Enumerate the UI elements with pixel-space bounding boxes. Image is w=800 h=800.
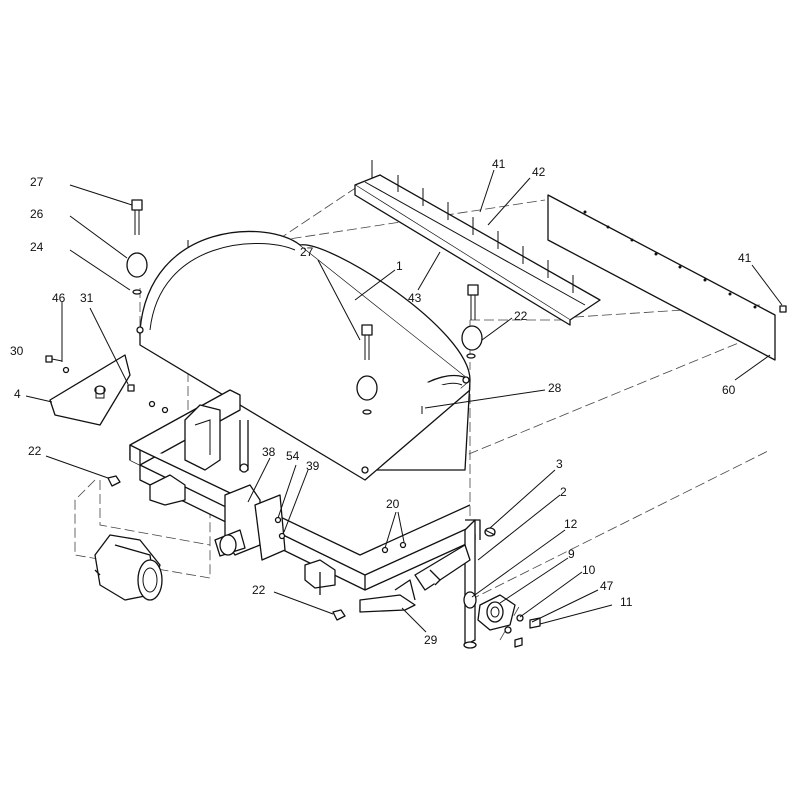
callout-20: 20 [386, 497, 400, 511]
callout-3: 3 [556, 457, 563, 471]
callout-39: 39 [306, 459, 320, 473]
left-deflector-4 [49, 354, 131, 426]
callout-22-right: 22 [514, 309, 528, 323]
callout-9: 9 [568, 547, 575, 561]
callout-47: 47 [600, 579, 614, 593]
callout-60: 60 [722, 383, 736, 397]
callout-29: 29 [424, 633, 438, 647]
callout-26: 26 [30, 207, 44, 221]
callout-42: 42 [532, 165, 546, 179]
callout-41-top: 41 [492, 157, 506, 171]
callout-labels: 27 26 24 46 31 30 4 22 41 42 43 1 27 22 … [10, 157, 752, 647]
callout-24: 24 [30, 240, 44, 254]
flap-holes [583, 210, 757, 309]
callout-41-right: 41 [738, 251, 752, 265]
callout-54: 54 [286, 449, 300, 463]
left-mount-bracket [214, 484, 286, 561]
callout-27-center: 27 [300, 245, 314, 259]
callout-4: 4 [14, 387, 21, 401]
callout-46: 46 [52, 291, 66, 305]
leader-lines [25, 169, 783, 633]
right-skid-29 [359, 579, 416, 613]
callout-30: 30 [10, 344, 24, 358]
gearbox [94, 534, 163, 601]
callout-1: 1 [396, 259, 403, 273]
hood-cover [136, 230, 471, 481]
bearing-assembly [463, 591, 541, 648]
right-support [414, 519, 496, 649]
callout-12: 12 [564, 517, 578, 531]
callout-27-left: 27 [30, 175, 44, 189]
callout-31: 31 [80, 291, 94, 305]
callout-22-bottom: 22 [252, 583, 266, 597]
callout-43: 43 [408, 291, 422, 305]
top-hinge-flap [354, 160, 601, 326]
callout-28: 28 [548, 381, 562, 395]
hinge-rivets [371, 160, 574, 293]
callout-22-left: 22 [28, 444, 42, 458]
callout-11: 11 [620, 595, 633, 609]
callout-38: 38 [262, 445, 276, 459]
main-frame [129, 389, 481, 595]
rear-flap-60 [547, 194, 787, 361]
callout-2: 2 [560, 485, 567, 499]
callout-10: 10 [582, 563, 596, 577]
